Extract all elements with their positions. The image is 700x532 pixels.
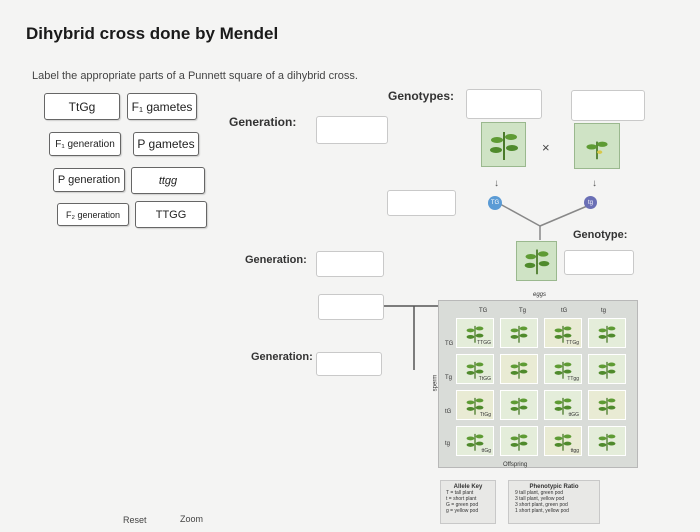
punnett-cell: ttgg: [544, 426, 582, 456]
phenotypic-ratio-title: Phenotypic Ratio: [529, 484, 579, 490]
chip-f1-gametes[interactable]: F₁ gametes: [127, 93, 197, 120]
plant-icon: [586, 141, 608, 160]
drop-target-generation-bottom[interactable]: [316, 352, 382, 376]
allele-key-item: G = green pod: [446, 502, 479, 508]
col-header: Tg: [519, 308, 527, 314]
plant-icon: [524, 249, 549, 275]
chip-ttgg-recessive[interactable]: ttgg: [131, 167, 205, 194]
gamete-merge-lines: [499, 203, 593, 240]
punnett-cell: TtGg: [456, 390, 494, 420]
chip-f1-generation[interactable]: F₁ generation: [49, 132, 121, 156]
chip-p-gametes[interactable]: P gametes: [133, 132, 199, 156]
punnett-cell: [500, 426, 538, 456]
punnett-cell-genotype: ttgg: [570, 448, 579, 454]
plant-parent-short-yellow: [574, 123, 620, 169]
punnett-cell: [500, 354, 538, 384]
drop-target-f1-genotype[interactable]: [564, 250, 634, 275]
punnett-cell: TTgg: [544, 354, 582, 384]
arrow-down-right-icon: ↓: [592, 178, 597, 189]
arrow-down-left-icon: ↓: [494, 178, 499, 189]
row-header: tg: [445, 441, 451, 447]
row-header: TG: [445, 341, 454, 347]
col-header: tg: [601, 308, 607, 314]
row-header: Tg: [445, 375, 453, 381]
generation-label-3: Generation:: [251, 351, 313, 363]
punnett-cell: [588, 426, 626, 456]
cross-symbol: ×: [542, 140, 550, 155]
allele-key-item: t = short plant: [446, 496, 477, 502]
punnett-cell-genotype: TTgg: [567, 376, 579, 382]
chip-ttgg-dominant[interactable]: TTGG: [135, 201, 207, 228]
punnett-cell: [588, 354, 626, 384]
drop-target-gametes[interactable]: [387, 190, 456, 216]
allele-key-title: Allele Key: [453, 484, 483, 490]
allele-key-panel: Allele Key T = tall plant t = short plan…: [440, 480, 496, 524]
allele-key-item: g = yellow pod: [446, 508, 479, 514]
zoom-button[interactable]: Zoom: [180, 514, 204, 524]
phenotypic-item: 3 short plant, green pod: [515, 502, 568, 508]
punnett-cell: ttGG: [544, 390, 582, 420]
chip-ttgg-hybrid[interactable]: TtGg: [44, 93, 120, 120]
offspring-label: Offspring: [503, 462, 528, 468]
plant-f1-hybrid: [516, 241, 557, 281]
instruction-text: Label the appropriate parts of a Punnett…: [32, 70, 358, 82]
punnett-cell: TTGG: [456, 318, 494, 348]
chip-f2-generation[interactable]: F₂ generation: [57, 203, 129, 226]
gamete-tg-recessive: tg: [584, 196, 597, 209]
drop-target-genotype-right[interactable]: [571, 90, 645, 121]
punnett-cell: [588, 318, 626, 348]
punnett-cell: [588, 390, 626, 420]
punnett-cell-genotype: ttGG: [568, 412, 579, 418]
page-title: Dihybrid cross done by Mendel: [26, 24, 279, 43]
allele-key-item: T = tall plant: [446, 490, 474, 496]
punnett-cell: TTGg: [544, 318, 582, 348]
punnett-cell-genotype: TtGG: [478, 376, 491, 382]
phenotypic-item: 9 tall plant, green pod: [515, 490, 564, 496]
plant-parent-tall-green: [481, 122, 526, 167]
punnett-cell: [500, 390, 538, 420]
drop-target-generation-mid[interactable]: [316, 251, 384, 277]
bracket-connector: [384, 305, 442, 370]
punnett-cell-genotype: TtGg: [479, 412, 491, 418]
eggs-label: eggs: [533, 292, 547, 298]
drop-target-f1-gametes[interactable]: [318, 294, 384, 320]
col-header: TG: [479, 308, 488, 314]
punnett-cell-genotype: TTGg: [566, 340, 579, 346]
col-header: tG: [561, 308, 568, 314]
genotypes-label: Genotypes:: [388, 89, 455, 103]
punnett-cell: [500, 318, 538, 348]
drop-target-genotype-left[interactable]: [466, 89, 542, 119]
chip-p-generation[interactable]: P generation: [53, 168, 125, 192]
phenotypic-item: 1 short plant, yellow pod: [515, 508, 569, 514]
punnett-cell: ttGg: [456, 426, 494, 456]
phenotypic-item: 3 tall plant, yellow pod: [515, 496, 565, 502]
reset-button[interactable]: Reset: [123, 515, 147, 525]
punnett-cell-genotype: TTGG: [477, 340, 491, 346]
phenotypic-ratio-panel: Phenotypic Ratio 9 tall plant, green pod…: [508, 480, 600, 524]
generation-label-1: Generation:: [229, 115, 297, 129]
row-header: tG: [445, 409, 452, 415]
punnett-cell: TtGG: [456, 354, 494, 384]
plant-icon: [489, 131, 518, 160]
punnett-cell-genotype: ttGg: [481, 448, 491, 454]
genotype-label: Genotype:: [573, 229, 628, 241]
gamete-tg-dominant: TG: [488, 196, 502, 210]
drop-target-generation-top[interactable]: [316, 116, 388, 144]
generation-label-2: Generation:: [245, 254, 307, 266]
